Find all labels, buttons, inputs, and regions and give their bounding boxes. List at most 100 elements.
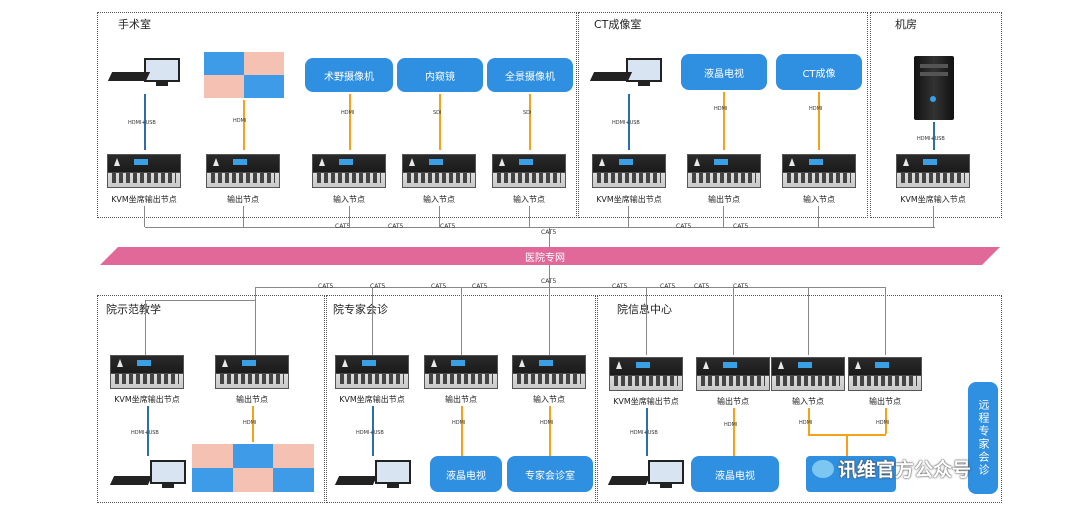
- bus-drop: [818, 206, 819, 227]
- label-out: 输出节点: [236, 395, 268, 404]
- bus-drop: [549, 287, 550, 355]
- device-out: [424, 355, 498, 389]
- bus-drop: [529, 206, 530, 227]
- bus-drop: [733, 287, 734, 355]
- workstation-pc: [106, 58, 186, 90]
- video-link: [529, 94, 531, 150]
- cat5-label: CAT5: [733, 223, 749, 230]
- watermark: 讯维官方公众号: [812, 455, 971, 482]
- label-in: 输入节点: [513, 195, 545, 204]
- zone-title-teaching: 院示范教学: [106, 303, 161, 316]
- link-label-hdmi-usb: HDMI+USB: [131, 430, 159, 436]
- cat5-label: CAT5: [472, 283, 488, 290]
- link-label-hdmi: HDMI: [724, 422, 738, 428]
- zone-info-center: [597, 295, 1002, 503]
- bus-drop: [461, 287, 462, 355]
- device-kvm-out: [110, 355, 184, 389]
- watermark-text: 讯维官方公众号: [838, 459, 972, 481]
- cat5-label: CAT5: [676, 223, 692, 230]
- bus-drop: [646, 287, 647, 355]
- bus-drop: [628, 206, 629, 227]
- label-kvm-out: KVM坐席输出节点: [114, 395, 180, 404]
- label-in: 输入节点: [792, 397, 824, 406]
- bottom-bus-line: [255, 287, 885, 288]
- remote-consult-label: 远程专家会诊: [977, 399, 990, 477]
- cat5-label: CAT5: [440, 223, 456, 230]
- link-label-hdmi: HDMI: [876, 420, 890, 426]
- top-trunk: [549, 227, 550, 247]
- device-out: [687, 154, 761, 188]
- link-label-hdmi-usb: HDMI+USB: [612, 120, 640, 126]
- label-in: 输入节点: [423, 195, 455, 204]
- video-link: [808, 408, 810, 434]
- bus-drop: [885, 287, 886, 355]
- video-link: [252, 406, 254, 442]
- bus-drop: [808, 287, 809, 355]
- video-link: [846, 434, 848, 456]
- link-label-sdi: SDI: [523, 110, 532, 116]
- device-kvm-out: [335, 355, 409, 389]
- link-label-hdmi: HDMI: [540, 420, 554, 426]
- device-in: [771, 357, 845, 391]
- label-in: 输入节点: [533, 395, 565, 404]
- device-kvm-out: [592, 154, 666, 188]
- link-label-hdmi: HDMI: [799, 420, 813, 426]
- workstation-pc: [588, 58, 668, 90]
- target-consult-room: 专家会诊室: [507, 456, 593, 492]
- zone-title-consult: 院专家会诊: [333, 303, 388, 316]
- usb-link: [933, 122, 935, 150]
- link-label-hdmi: HDMI: [341, 110, 355, 116]
- label-kvm-out: KVM坐席输出节点: [111, 195, 177, 204]
- target-remote-consult: 远程专家会诊: [968, 382, 998, 494]
- wechat-icon: [812, 459, 834, 478]
- cat5-label: CAT5: [335, 223, 351, 230]
- workstation-pc: [333, 460, 417, 494]
- cat5-label: CAT5: [694, 283, 710, 290]
- device-out: [206, 154, 280, 188]
- device-in: [312, 154, 386, 188]
- zone-title-operating-room: 手术室: [118, 18, 151, 31]
- usb-link: [144, 94, 146, 150]
- usb-link: [372, 406, 374, 456]
- usb-link: [646, 408, 648, 456]
- cat5-label: CAT5: [318, 283, 334, 290]
- bus-drop: [439, 206, 440, 227]
- cat5-label: CAT5: [388, 223, 404, 230]
- network-band: [100, 247, 1000, 265]
- top-bus-line: [145, 227, 935, 228]
- zone-operating-room: [97, 12, 577, 218]
- video-link: [818, 92, 820, 150]
- video-link: [439, 94, 441, 150]
- link-label-hdmi-usb: HDMI+USB: [128, 120, 156, 126]
- target-lcd-tv: 液晶电视: [430, 456, 502, 492]
- zone-server-room: [870, 12, 1002, 218]
- bus-drop: [372, 287, 373, 355]
- video-link: [549, 406, 551, 456]
- device-in: [512, 355, 586, 389]
- zone-title-ct-room: CT成像室: [594, 18, 642, 31]
- label-in: 输入节点: [803, 195, 835, 204]
- cat5-label: CAT5: [370, 283, 386, 290]
- device-kvm-out: [609, 357, 683, 391]
- label-in: 输入节点: [333, 195, 365, 204]
- video-link: [733, 408, 735, 456]
- bus-drop: [255, 287, 256, 355]
- usb-link: [147, 406, 149, 456]
- cat5-label: CAT5: [541, 229, 557, 236]
- cat5-label: CAT5: [612, 283, 628, 290]
- workstation-pc: [606, 460, 690, 494]
- link-label-hdmi: HDMI: [809, 106, 823, 112]
- source-ct: CT成像: [776, 54, 862, 90]
- link-label-hdmi: HDMI: [233, 118, 247, 124]
- workstation-pc: [108, 460, 192, 494]
- device-in: [402, 154, 476, 188]
- bus-drop: [145, 300, 146, 355]
- bus-drop: [144, 206, 145, 227]
- link-label-hdmi: HDMI: [243, 420, 257, 426]
- device-in: [782, 154, 856, 188]
- server-tower-icon: [914, 56, 954, 120]
- zone-title-server-room: 机房: [895, 18, 917, 31]
- device-kvm-out: [107, 154, 181, 188]
- label-kvm-in: KVM坐席输入节点: [900, 195, 966, 204]
- source-lcd-tv: 液晶电视: [681, 54, 767, 90]
